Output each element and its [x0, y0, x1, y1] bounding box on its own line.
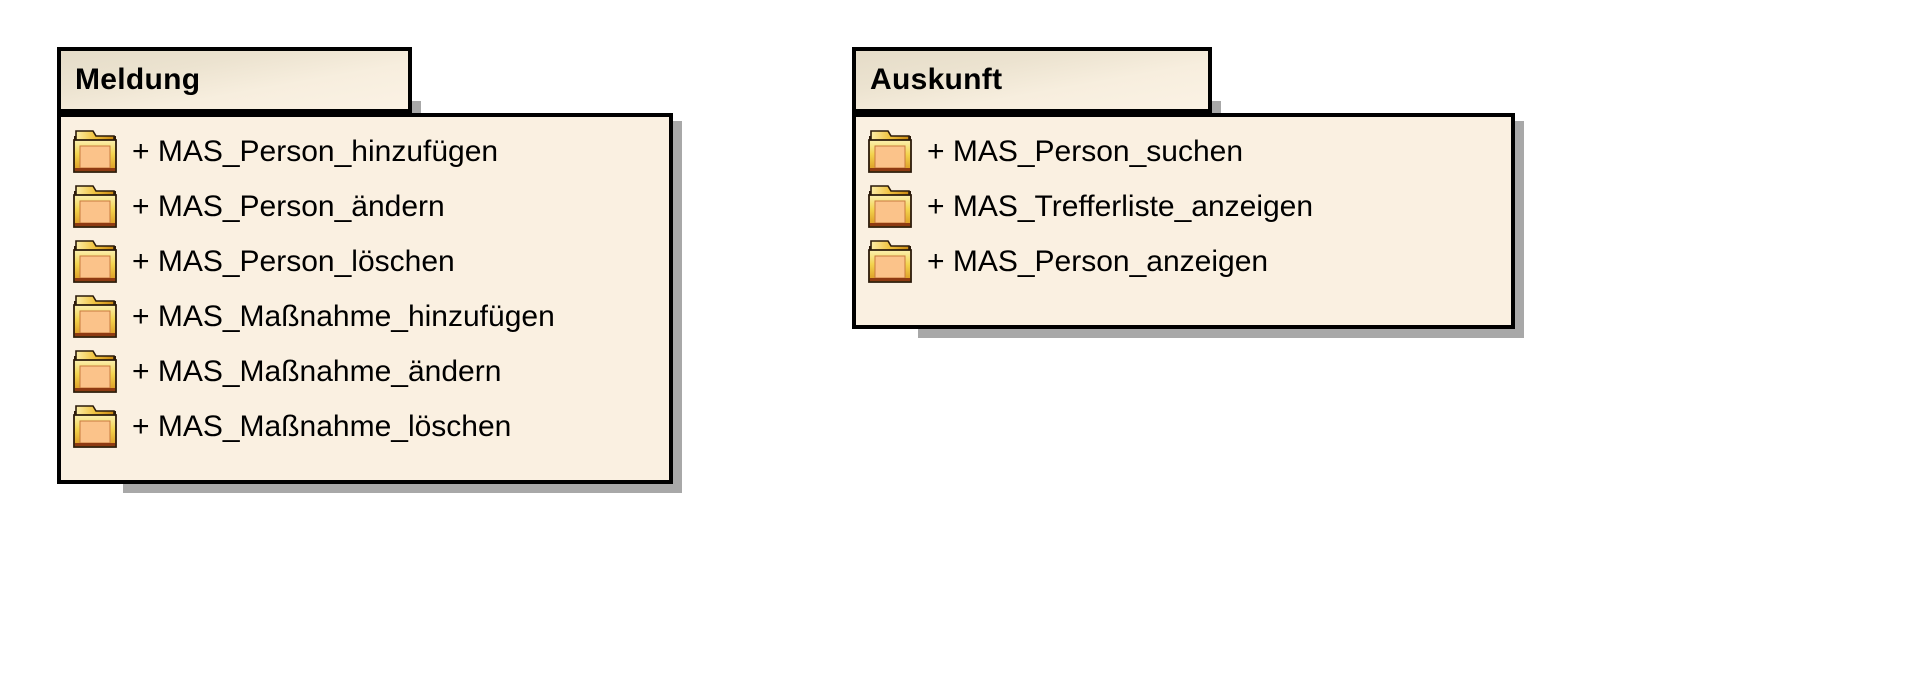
- list-item-label: + MAS_Person_löschen: [132, 244, 455, 278]
- list-item[interactable]: + MAS_Maßnahme_hinzufügen: [69, 289, 669, 344]
- package-tab-meldung[interactable]: Meldung: [57, 47, 412, 113]
- list-item[interactable]: + MAS_Person_hinzufügen: [69, 124, 669, 179]
- list-item[interactable]: + MAS_Maßnahme_ändern: [69, 344, 669, 399]
- list-item-label: + MAS_Maßnahme_hinzufügen: [132, 299, 555, 333]
- package-auskunft[interactable]: Auskunft + MAS_Person_suchen: [852, 47, 1524, 338]
- folder-icon: [71, 294, 119, 339]
- list-item[interactable]: + MAS_Person_löschen: [69, 234, 669, 289]
- list-item-label: + MAS_Trefferliste_anzeigen: [927, 189, 1314, 223]
- list-item[interactable]: + MAS_Maßnahme_löschen: [69, 399, 669, 454]
- package-body-shadow-bottom: [918, 329, 1524, 338]
- list-item[interactable]: + MAS_Person_suchen: [864, 124, 1511, 179]
- list-item[interactable]: + MAS_Person_ändern: [69, 179, 669, 234]
- folder-icon: [71, 239, 119, 284]
- package-item-list: + MAS_Person_suchen + MAS_Trefferliste_a…: [864, 124, 1511, 289]
- folder-icon: [866, 239, 914, 284]
- list-item-label: + MAS_Maßnahme_ändern: [132, 354, 502, 388]
- list-item-label: + MAS_Person_hinzufügen: [132, 134, 499, 168]
- list-item[interactable]: + MAS_Person_anzeigen: [864, 234, 1511, 289]
- folder-icon: [71, 404, 119, 449]
- package-body-shadow-right: [1515, 121, 1524, 331]
- package-item-list: + MAS_Person_hinzufügen + MAS_Person_änd…: [69, 124, 669, 454]
- package-body-meldung: + MAS_Person_hinzufügen + MAS_Person_änd…: [57, 113, 673, 484]
- package-tab-auskunft[interactable]: Auskunft: [852, 47, 1212, 113]
- package-body-shadow-right: [673, 121, 682, 486]
- folder-icon: [866, 184, 914, 229]
- package-body-auskunft: + MAS_Person_suchen + MAS_Trefferliste_a…: [852, 113, 1515, 329]
- list-item-label: + MAS_Person_ändern: [132, 189, 445, 223]
- package-title: Meldung: [75, 63, 201, 96]
- list-item[interactable]: + MAS_Trefferliste_anzeigen: [864, 179, 1511, 234]
- folder-icon: [71, 184, 119, 229]
- folder-icon: [71, 129, 119, 174]
- folder-icon: [866, 129, 914, 174]
- list-item-label: + MAS_Person_anzeigen: [927, 244, 1269, 278]
- folder-icon: [71, 349, 119, 394]
- list-item-label: + MAS_Person_suchen: [927, 134, 1244, 168]
- package-title: Auskunft: [870, 63, 1003, 96]
- package-body-shadow-bottom: [123, 484, 682, 493]
- package-meldung[interactable]: Meldung: [57, 47, 682, 493]
- list-item-label: + MAS_Maßnahme_löschen: [132, 409, 512, 443]
